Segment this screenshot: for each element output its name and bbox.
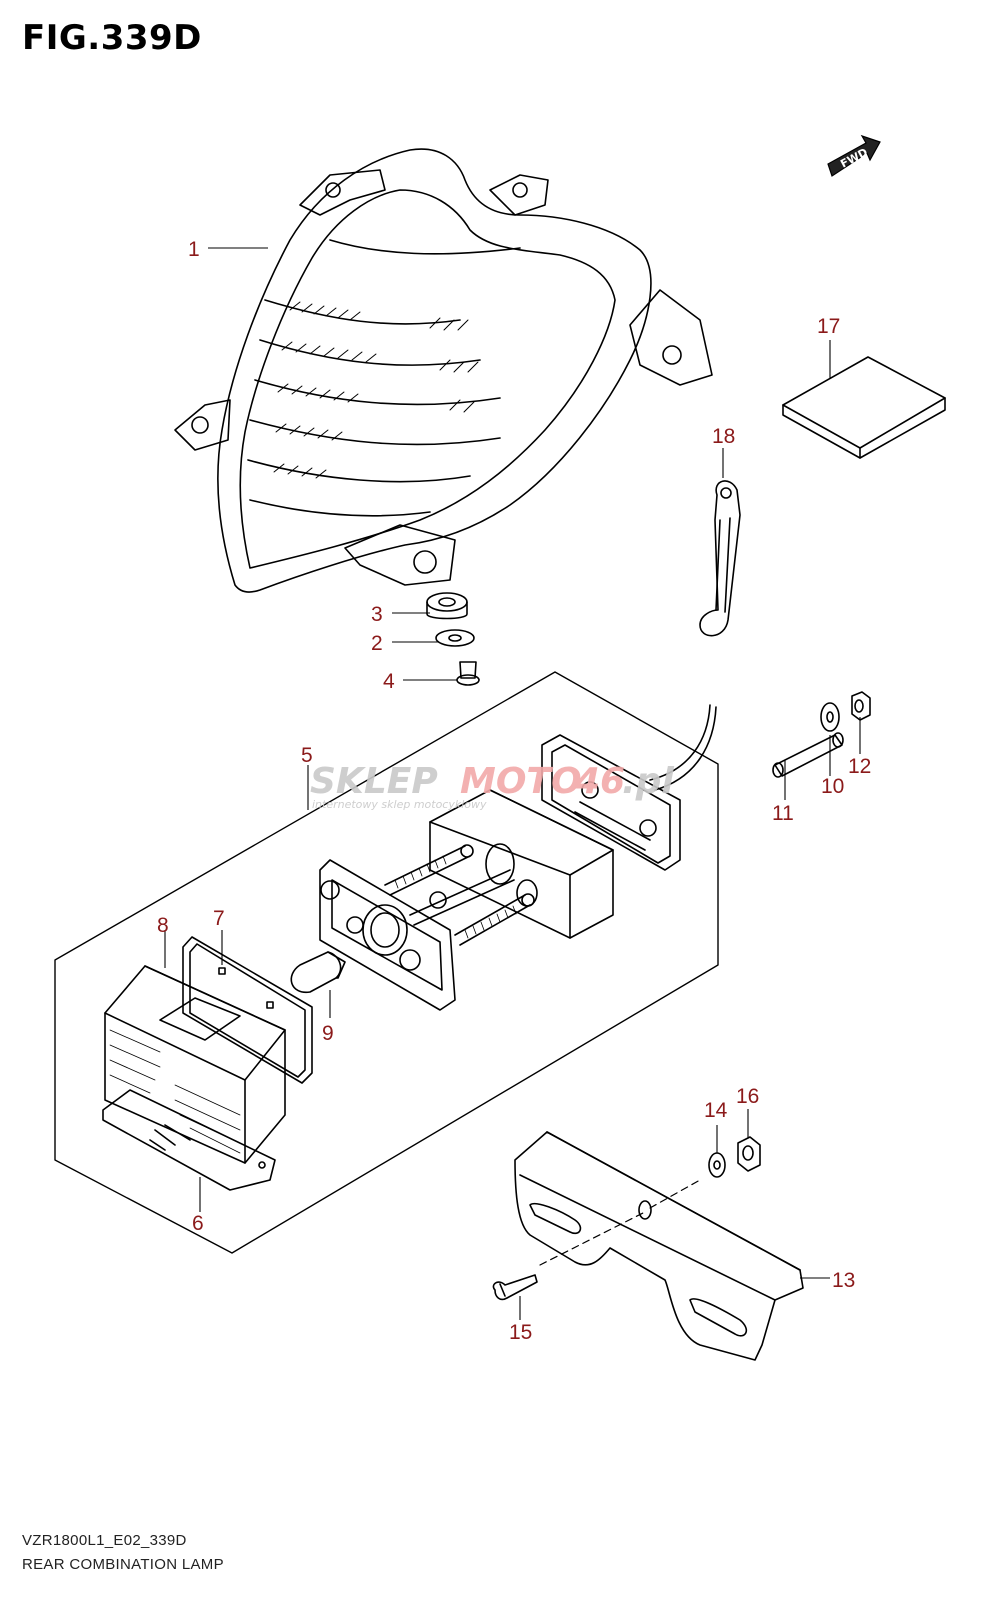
callout-numbers: 1 3 2 4 5 7 8 9 6 10 12 11 13 14 16 15 1… — [157, 238, 871, 1344]
watermark-brand-2: MOTO — [460, 761, 582, 802]
callout-12: 12 — [848, 755, 871, 778]
spacer — [772, 732, 844, 778]
callout-11: 11 — [772, 802, 794, 825]
leader-lines — [164, 247, 861, 1320]
bulb — [290, 951, 346, 993]
lamp-lens — [104, 965, 286, 1164]
callout-17: 17 — [817, 315, 840, 338]
rear-seal — [541, 734, 681, 871]
mounting-studs — [384, 844, 535, 946]
lens-gasket — [182, 936, 313, 1084]
watermark: SKLEP MOTO 46 .pl internetowy sklep moto… — [310, 761, 674, 811]
callout-14: 14 — [704, 1099, 728, 1122]
callout-6: 6 — [192, 1212, 204, 1235]
alignment-lines — [539, 1179, 701, 1266]
callout-13: 13 — [832, 1269, 855, 1292]
watermark-brand-1: SKLEP — [310, 761, 438, 802]
callout-5: 5 — [301, 744, 313, 767]
washer-10 — [820, 702, 840, 732]
clamp-strap — [699, 480, 741, 637]
assembly-outline — [54, 671, 719, 1254]
callout-10: 10 — [821, 775, 844, 798]
callout-7: 7 — [213, 907, 225, 930]
washer-14 — [708, 1152, 726, 1178]
lamp-bracket — [514, 1131, 804, 1361]
screw — [456, 661, 480, 686]
bulb-socket — [319, 859, 456, 1011]
callout-4: 4 — [383, 670, 395, 693]
grommet — [426, 592, 468, 620]
washer — [435, 629, 475, 647]
lamp-base — [429, 789, 614, 939]
callout-15: 15 — [509, 1321, 532, 1344]
forward-direction-arrow-icon: FWD — [827, 134, 881, 177]
tail-lamp-housing — [174, 148, 713, 593]
watermark-brand-number: 46 — [574, 761, 625, 802]
screw-15 — [492, 1274, 538, 1301]
callout-3: 3 — [371, 603, 383, 626]
figure-caption: REAR COMBINATION LAMP — [22, 1556, 224, 1573]
callout-2: 2 — [371, 632, 383, 655]
callout-1: 1 — [188, 238, 200, 261]
nut-12 — [851, 691, 871, 721]
figure-title: FIG.339D — [22, 18, 202, 58]
watermark-tagline: internetowy sklep motocyklowy — [312, 798, 487, 811]
warning-label — [782, 356, 946, 459]
watermark-brand-suffix: .pl — [622, 761, 674, 802]
nut-16 — [737, 1136, 761, 1172]
lamp-wire — [649, 704, 717, 791]
model-code: VZR1800L1_E02_339D — [22, 1532, 187, 1549]
callout-18: 18 — [712, 425, 735, 448]
callout-8: 8 — [157, 914, 169, 937]
callout-9: 9 — [322, 1022, 334, 1045]
callout-16: 16 — [736, 1085, 759, 1108]
reflector — [102, 1089, 276, 1191]
